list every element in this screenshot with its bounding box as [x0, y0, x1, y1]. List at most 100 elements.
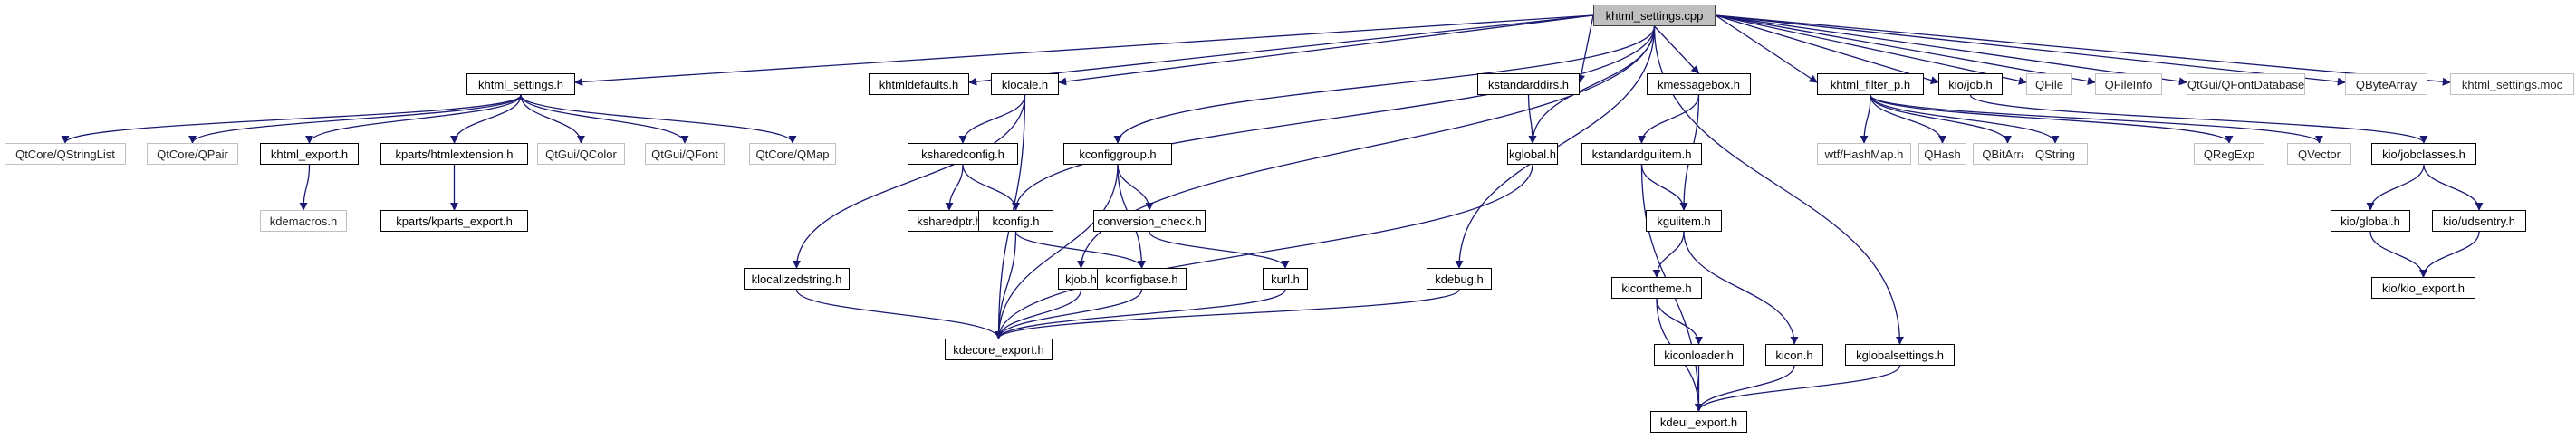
node-label: kglobalsettings.h — [1856, 348, 1944, 362]
edge-root-to-khtml_settings_h — [574, 14, 1594, 87]
node-kio-export[interactable]: kio/kio_export.h — [2371, 277, 2475, 299]
node-qregexp: QRegExp — [2194, 143, 2264, 165]
node-qfile: QFile — [2026, 73, 2072, 95]
edge-khtml_filter_p-to-qvector — [1870, 94, 2323, 144]
node-qcolor: QtGui/QColor — [537, 143, 625, 165]
edge-khtml_filter_p-to-qbitarray — [1870, 94, 2013, 144]
node-kicon[interactable]: kicon.h — [1765, 344, 1823, 366]
node-kconfig[interactable]: kconfig.h — [978, 210, 1053, 232]
edge-kstandarddirs-to-kglobal — [1527, 94, 1537, 144]
node-htmlextension[interactable]: kparts/htmlextension.h — [380, 143, 528, 165]
node-label: kconfiggroup.h — [1079, 147, 1157, 161]
node-label: klocalizedstring.h — [751, 272, 842, 286]
node-label: QHash — [1924, 147, 1961, 161]
node-khtml-filter-p[interactable]: khtml_filter_p.h — [1817, 73, 1924, 95]
edge-root-to-klocale — [1058, 14, 1594, 86]
node-kconfigbase[interactable]: kconfigbase.h — [1097, 268, 1187, 290]
node-qbytearray: QByteArray — [2345, 73, 2427, 95]
node-label: kconfigbase.h — [1105, 272, 1178, 286]
edge-root-to-khtmldefaults — [968, 14, 1594, 86]
edge-khtml_filter_p-to-hashmap — [1860, 94, 1871, 144]
edge-root-to-qbytearray — [1715, 14, 2346, 86]
node-khtml-settings-h[interactable]: khtml_settings.h — [466, 73, 575, 95]
node-label: QFile — [2034, 77, 2064, 91]
node-udsentry[interactable]: kio/udsentry.h — [2432, 210, 2526, 232]
node-kdemacros: kdemacros.h — [260, 210, 347, 232]
edge-ksharedconfig-to-ksharedptr — [945, 164, 964, 211]
edge-root-to-kio_job — [1715, 14, 1939, 84]
node-kio-job[interactable]: kio/job.h — [1938, 73, 2003, 95]
edge-root-to-kstandarddirs — [1577, 14, 1594, 83]
edge-kicontheme-to-kiconloader — [1656, 298, 1704, 345]
node-klocale[interactable]: klocale.h — [991, 73, 1059, 95]
node-label: QtGui/QFontDatabase — [2187, 77, 2305, 91]
node-label: kdemacros.h — [269, 214, 338, 228]
node-label: QtGui/QColor — [545, 147, 617, 161]
node-label: kglobal.h — [1508, 147, 1557, 161]
node-khtmldefaults[interactable]: khtmldefaults.h — [869, 73, 969, 95]
node-label: kdebug.h — [1435, 272, 1484, 286]
edge-khtml_settings_h-to-khtml_export — [305, 94, 522, 144]
edge-khtml_settings_h-to-qmap — [520, 94, 797, 144]
node-kjob[interactable]: kjob.h — [1058, 268, 1104, 290]
node-kmessagebox[interactable]: kmessagebox.h — [1647, 73, 1751, 95]
edge-kguiitem-to-kicontheme — [1652, 231, 1685, 278]
node-khtml-export[interactable]: khtml_export.h — [260, 143, 359, 165]
node-kdeui-export[interactable]: kdeui_export.h — [1650, 411, 1747, 433]
edge-kurl-to-kdecore_export — [995, 289, 1286, 339]
edge-khtml_filter_p-to-qstring — [1870, 94, 2060, 144]
node-kconfiggroup[interactable]: kconfiggroup.h — [1063, 143, 1172, 165]
edge-kconfiggroup-to-conversion_check — [1117, 164, 1154, 211]
node-label: QString — [2034, 147, 2076, 161]
node-ksharedconfig[interactable]: ksharedconfig.h — [908, 143, 1018, 165]
edge-kguiitem-to-kicon — [1683, 231, 1799, 345]
edge-root-to-qfile — [1715, 14, 2027, 85]
node-qmap: QtCore/QMap — [749, 143, 836, 165]
edge-kconfiggroup-to-kdecore_export — [994, 164, 1119, 339]
node-klocalizedstring[interactable]: klocalizedstring.h — [744, 268, 850, 290]
node-kicontheme[interactable]: kicontheme.h — [1611, 277, 1702, 299]
node-jobclasses[interactable]: kio/jobclasses.h — [2371, 143, 2476, 165]
node-kglobal[interactable]: kglobal.h — [1507, 143, 1558, 165]
edge-khtml_filter_p-to-qhash — [1870, 94, 1947, 144]
edge-klocale-to-klocalizedstring — [792, 94, 1026, 269]
node-label: wtf/HashMap.h — [1824, 147, 1904, 161]
edge-root-to-kconfig — [1012, 25, 1656, 211]
node-label: kicon.h — [1775, 348, 1813, 362]
node-qstring: QString — [2023, 143, 2088, 165]
node-qfontdatabase: QtGui/QFontDatabase — [2187, 73, 2305, 95]
node-label: QFileInfo — [2104, 77, 2153, 91]
edge-kconfigbase-to-kdecore_export — [994, 289, 1143, 339]
node-label: kio/jobclasses.h — [2382, 147, 2465, 161]
node-label: kjob.h — [1065, 272, 1097, 286]
node-kstandardguiitem[interactable]: kstandardguiitem.h — [1581, 143, 1702, 165]
node-qstringlist: QtCore/QStringList — [5, 143, 126, 165]
node-kguiitem[interactable]: kguiitem.h — [1646, 210, 1722, 232]
node-kparts-export[interactable]: kparts/kparts_export.h — [380, 210, 528, 232]
edge-jobclasses-to-udsentry — [2423, 164, 2484, 211]
edge-root-to-kglobal — [1528, 25, 1656, 144]
node-label: QtCore/QPair — [157, 147, 228, 161]
node-label: kio/global.h — [2341, 214, 2400, 228]
node-label: kparts/htmlextension.h — [395, 147, 514, 161]
node-label: QRegExp — [2203, 147, 2255, 161]
edge-conversion_check-to-kurl — [1149, 231, 1290, 269]
node-kurl[interactable]: kurl.h — [1263, 268, 1308, 290]
node-kiconloader[interactable]: kiconloader.h — [1654, 344, 1744, 366]
node-label: QByteArray — [2355, 77, 2417, 91]
node-label: kio/job.h — [1948, 77, 1993, 91]
node-label: kmessagebox.h — [1657, 77, 1741, 91]
node-label: QtCore/QStringList — [15, 147, 115, 161]
node-kdecore-export[interactable]: kdecore_export.h — [945, 339, 1053, 360]
node-kstandarddirs[interactable]: kstandarddirs.h — [1477, 73, 1580, 95]
node-label: conversion_check.h — [1097, 214, 1202, 228]
node-kglobalsettings[interactable]: kglobalsettings.h — [1845, 344, 1955, 366]
node-conversion-check[interactable]: conversion_check.h — [1093, 210, 1206, 232]
node-kio-global[interactable]: kio/global.h — [2331, 210, 2410, 232]
node-label: kdeui_export.h — [1659, 415, 1738, 429]
node-label: kconfig.h — [992, 214, 1040, 228]
node-ksharedptr[interactable]: ksharedptr.h — [908, 210, 991, 232]
node-label: khtml_export.h — [270, 147, 349, 161]
node-kdebug[interactable]: kdebug.h — [1427, 268, 1492, 290]
